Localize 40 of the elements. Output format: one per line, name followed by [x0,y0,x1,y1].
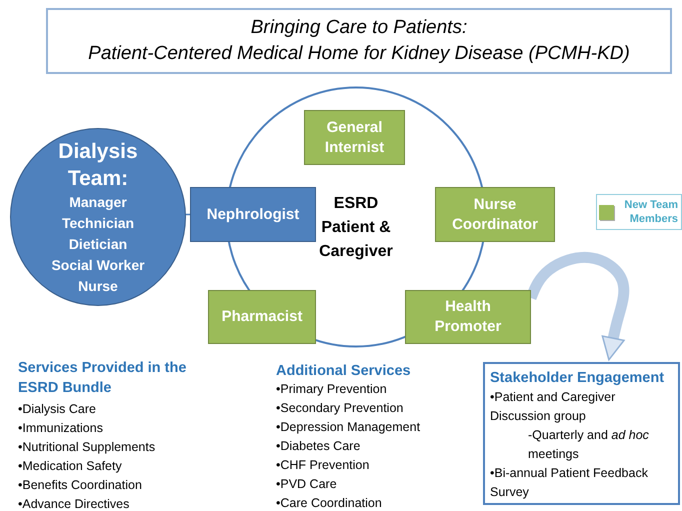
box-heading: Stakeholder Engagement [490,369,666,388]
section-heading: Services Provided in the ESRD Bundle [18,359,188,398]
role-label: Health Promoter [434,297,502,337]
bullet-item: •Depression Management [276,419,422,436]
team-member: Manager [69,192,127,212]
team-member: Technician [62,214,134,232]
team-heading: Dialysis Team: [57,138,139,192]
bullet-item: •Primary Prevention [276,381,388,398]
bullet-item: -Quarterly and ad hoc meetings [527,427,650,463]
bullet-item: •CHF Prevention [276,457,370,474]
role-label: General Internist [324,118,386,158]
bullet-item: •Dialysis Care [18,401,98,418]
team-member: Nurse [78,276,118,296]
bullet-item: •Care Coordination [276,495,383,511]
title-box [46,8,672,74]
legend-label: New Team Members [623,198,678,226]
section-heading: Additional Services [276,362,412,381]
bullet-item: •PVD Care [276,476,338,493]
center-label: ESRD Patient & Caregiver [318,194,394,262]
role-label: Nephrologist [206,204,300,224]
info-box [483,362,680,505]
bullet-item: •Diabetes Care [276,438,362,455]
curved-arrow [526,252,630,361]
role-box [435,187,555,242]
title-text: Patient-Centered Medical Home for Kidney Disease (PCMH-KD) [88,42,630,66]
bullet-item: •Medication Safety [18,458,123,475]
role-label: Pharmacist [220,307,304,327]
bullet-item: •Immunizations [18,420,104,437]
role-box [208,290,316,344]
role-box [190,187,316,242]
bullet-item: •Bi-annual Patient Feedback Survey [490,465,649,501]
bullet-item: •Nutritional Supplements [18,439,156,456]
bullet-item: •Secondary Prevention [276,400,404,417]
bullet-item: •Advance Directives [18,496,130,511]
role-label: Nurse Coordinator [451,194,539,234]
bullet-item: •Benefits Coordination [18,477,143,494]
team-member: Social Worker [51,256,145,274]
title-text: Bringing Care to Patients: [250,16,468,40]
role-box [405,290,531,344]
team-member: Dietician [68,234,128,254]
